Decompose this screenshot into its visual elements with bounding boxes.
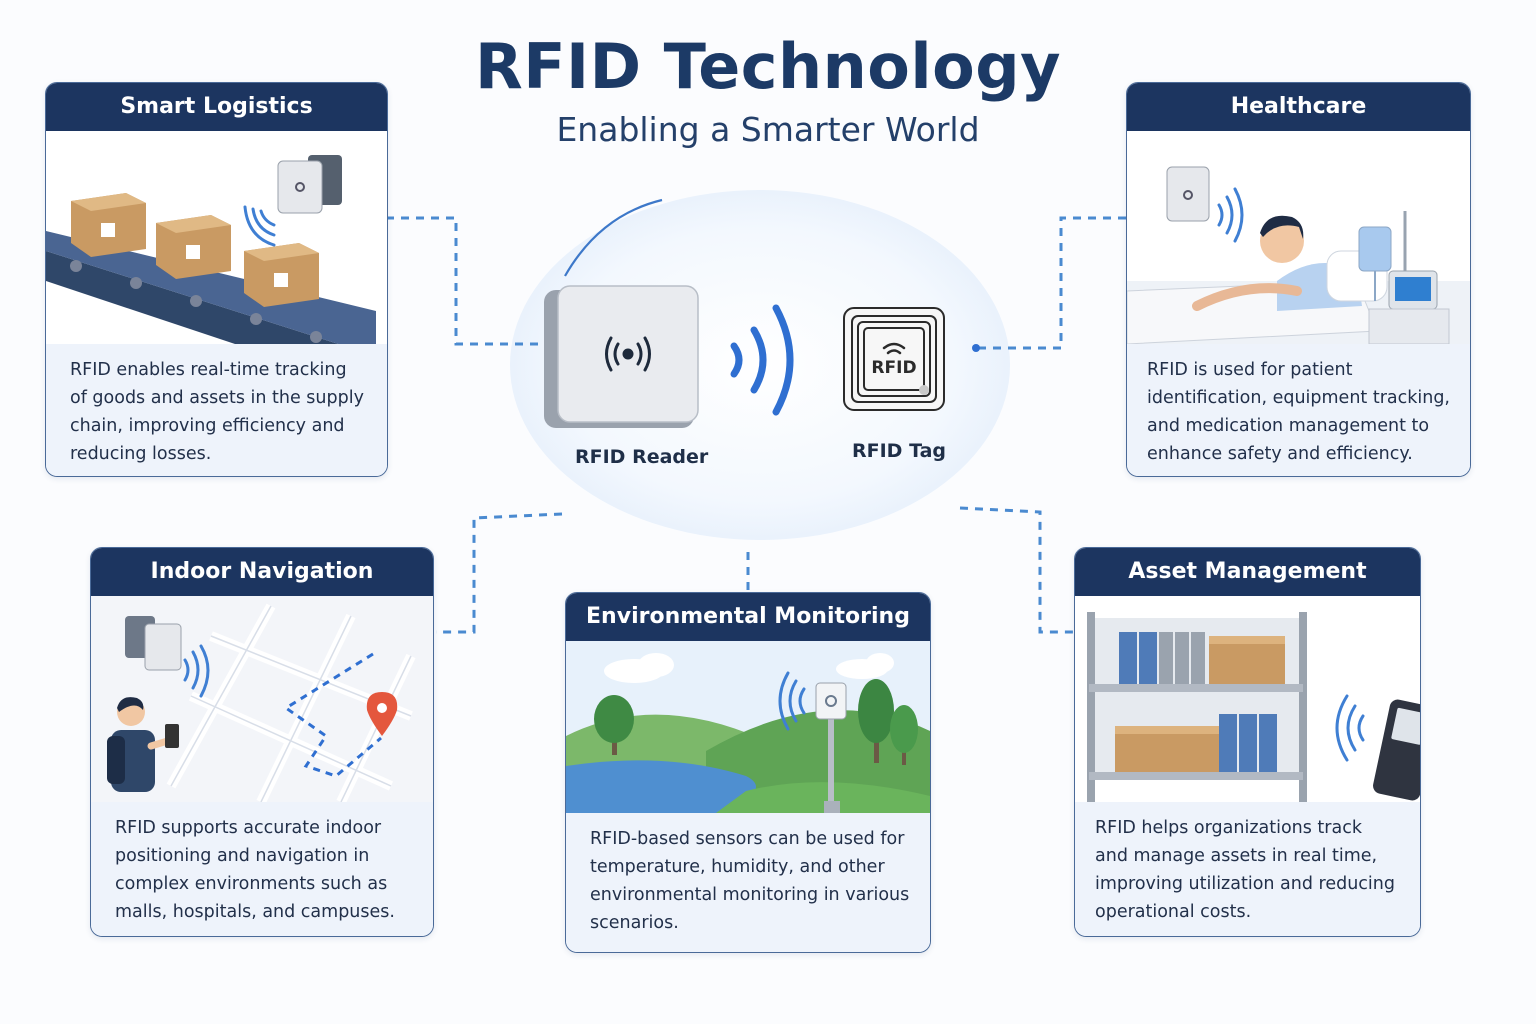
tag-wifi-icon [882,342,906,355]
card-smart-logistics: Smart Logistics RFID enables real-time t… [45,82,388,477]
card-description: RFID helps organizations track and manag… [1075,802,1420,936]
binder-icon [1119,632,1205,684]
card-indoor-navigation: Indoor Navigation RFID supports accurate… [90,547,434,937]
card-description: RFID supports accurate indoor positionin… [91,802,433,936]
card-asset-management: Asset Management RFID helps organization… [1074,547,1421,937]
tree-icon [858,679,894,763]
connector-asset [959,506,1074,634]
card-title: Indoor Navigation [91,548,433,596]
wave-icon [1335,694,1365,762]
box-icon [1209,636,1285,684]
monitor-icon [1368,270,1450,344]
patient-icon [1260,215,1304,263]
box-icon [156,215,231,279]
card-description: RFID enables real-time tracking of goods… [46,344,387,476]
asset-management-illustration [1075,596,1420,802]
rfid-tag-label: RFID Tag [852,440,946,462]
box-icon [1115,726,1225,772]
card-title: Asset Management [1075,548,1420,596]
cloud-icon [604,653,894,683]
location-pin-icon [366,692,398,736]
rfid-reader-label: RFID Reader [575,446,709,468]
tree-icon [890,705,918,765]
person-icon [107,697,179,792]
wave-icon [243,205,276,247]
radio-waves-icon [730,304,794,416]
card-description: RFID is used for patient identification,… [1127,344,1470,476]
page-title: RFID Technology [474,30,1062,103]
environmental-illustration [566,641,930,813]
healthcare-illustration [1127,131,1470,344]
connector-healthcare [976,216,1126,350]
tag-text: RFID [871,358,916,378]
card-title: Smart Logistics [46,83,387,131]
sensor-pole-icon [815,682,847,813]
card-title: Healthcare [1127,83,1470,131]
box-icon [244,243,319,307]
card-environmental-monitoring: Environmental Monitoring RFID-based sens… [565,592,931,953]
reader-icon [125,616,182,671]
logistics-illustration [46,131,387,344]
tree-icon [594,695,634,755]
card-title: Environmental Monitoring [566,593,930,641]
wave-icon [1217,187,1244,243]
rfid-signal-icon [605,336,651,372]
binder-icon [1219,714,1277,772]
handheld-scanner-icon [1373,699,1420,801]
indoor-navigation-illustration [91,596,433,802]
connector-logistics [386,216,545,346]
connector-indoor [436,512,563,634]
connector-dot [972,344,980,352]
card-description: RFID-based sensors can be used for tempe… [566,813,930,952]
page-subtitle: Enabling a Smarter World [556,110,980,149]
wave-icon [183,644,210,698]
rfid-tag-device: RFID [843,307,945,411]
wave-icon [778,671,806,731]
hub-arc [564,198,663,277]
box-icon [71,193,146,257]
card-healthcare: Healthcare RFID is used for patient iden… [1126,82,1471,477]
rfid-reader-device [544,285,699,428]
reader-icon [277,155,342,214]
reader-icon [1166,166,1210,222]
